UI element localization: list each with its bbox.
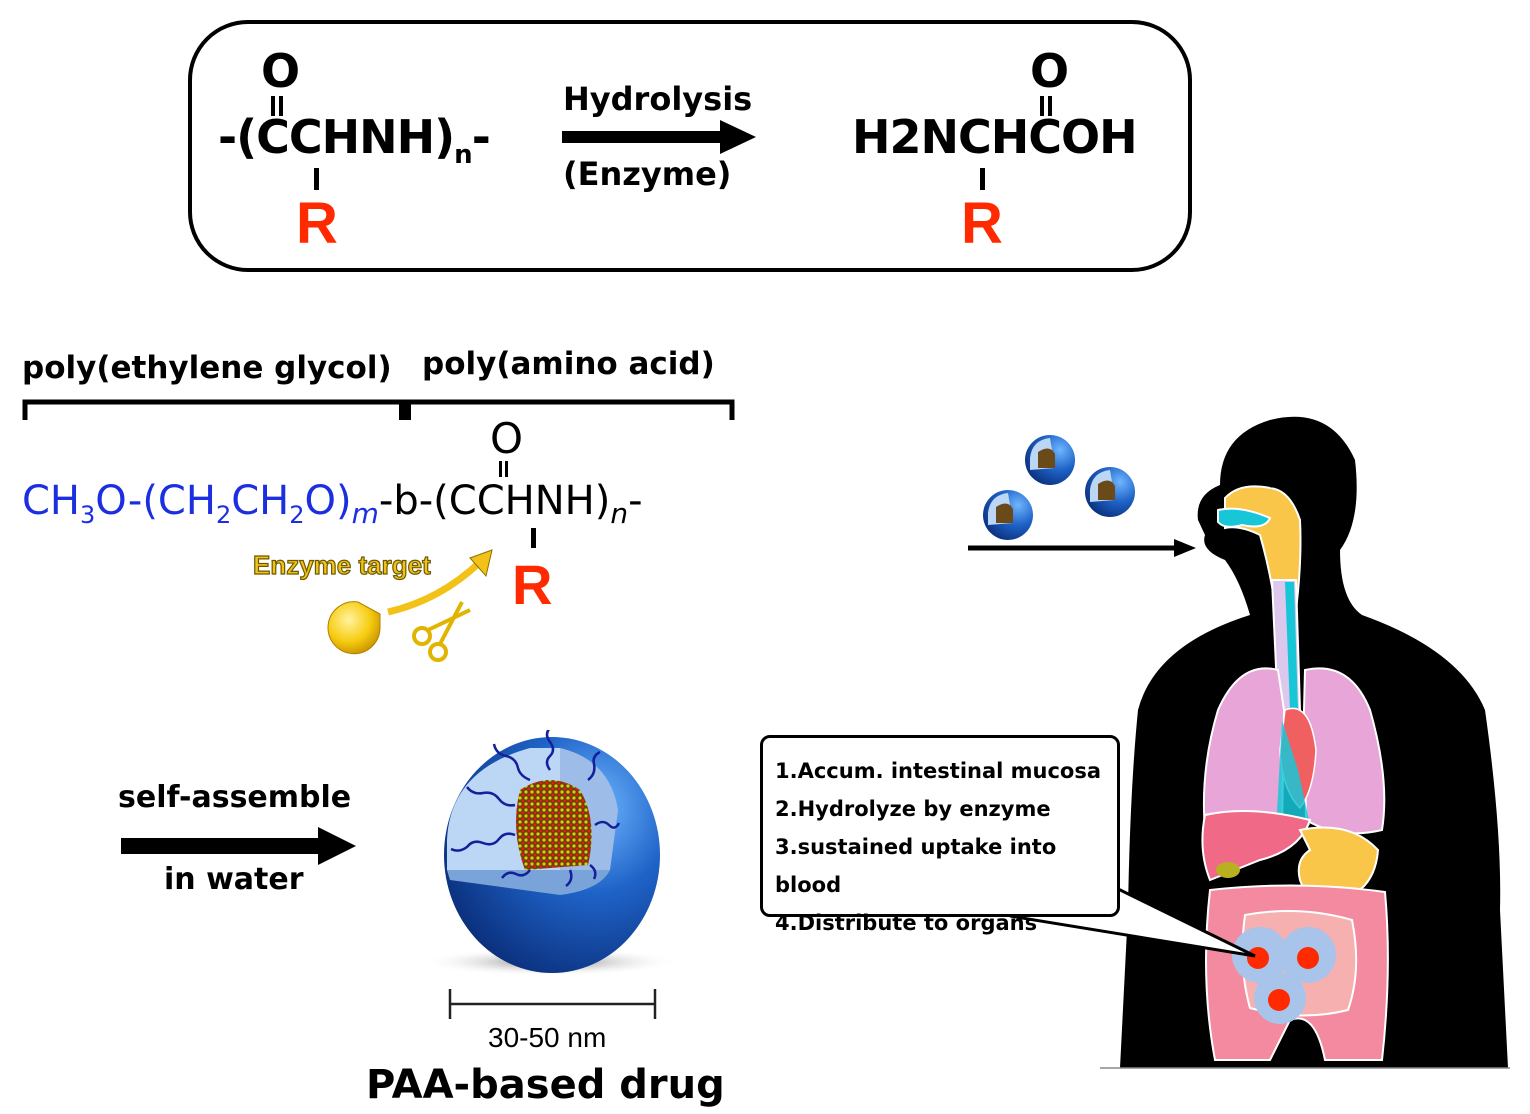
cutaway-floor	[447, 870, 610, 895]
paa-side-bond	[531, 528, 536, 548]
reactant-suffix: -	[471, 110, 491, 164]
product-double-bond	[1040, 96, 1052, 116]
step-item: 4.Distribute to organs	[775, 911, 1038, 935]
block-copolymer-formula: CH3O-(CH2CH2O)m-b-(CCHNH)n-	[22, 478, 643, 530]
in-water-label: in water	[164, 862, 304, 897]
segment-bracket-line	[22, 399, 735, 420]
nanoparticle-icon	[983, 490, 1033, 540]
esophagus	[1285, 582, 1298, 710]
reaction-arrow-head-icon	[720, 120, 756, 154]
reactant-subscript: n	[454, 140, 472, 171]
product-formula: H2NCHCOH	[852, 110, 1138, 164]
paa-segment-label: poly(amino acid)	[422, 346, 715, 382]
paa-double-bond	[499, 461, 508, 477]
nanoparticle-icon	[1025, 435, 1075, 485]
self-assemble-arrow-shaft	[121, 838, 321, 854]
drug-core	[516, 780, 592, 870]
reactant-side-chain-r: R	[296, 191, 338, 256]
block-link: -b-(	[378, 478, 449, 524]
segment-divider	[399, 400, 411, 420]
scissors-icon	[412, 601, 471, 662]
human-body-illustration	[1100, 416, 1510, 1069]
mechanism-callout: 1.Accum. intestinal mucosa 2.Hydrolyze b…	[760, 735, 1120, 935]
self-assemble-arrow-head-icon	[318, 827, 356, 865]
paa-formula: CCHNH)	[448, 478, 611, 524]
scale-bar	[448, 989, 657, 1019]
nasal-cavity	[1217, 507, 1272, 528]
accumulation-dot	[1297, 947, 1319, 969]
peg-formula: CH3O-(CH2CH2O)m	[22, 478, 379, 530]
product-side-chain-r: R	[961, 191, 1003, 256]
enzyme-graphics	[327, 549, 493, 662]
oral-nanoparticles	[968, 435, 1196, 557]
peg-segment-label: poly(ethylene glycol)	[22, 350, 392, 386]
reactant-side-bond	[314, 168, 319, 190]
scale-label: 30-50 nm	[488, 1022, 607, 1053]
reactant-prefix: -(	[218, 110, 257, 164]
self-assemble-label: self-assemble	[118, 780, 352, 815]
paa-subscript: n	[610, 497, 629, 530]
peg-chains	[450, 730, 621, 887]
accumulation-dot	[1247, 947, 1269, 969]
step-item: 2.Hydrolyze by enzyme	[775, 797, 1051, 821]
micelle-nanoparticle-illustration	[420, 730, 680, 976]
reaction-arrow-shaft	[562, 131, 722, 143]
step-item: 1.Accum. intestinal mucosa	[775, 759, 1102, 783]
pacman-enzyme-icon	[327, 601, 381, 655]
step-item: 3.sustained uptake into blood	[775, 835, 1057, 897]
paa-carbonyl-oxygen: O	[490, 414, 524, 463]
reactant-double-bond	[271, 96, 283, 116]
reactant-carbonyl-oxygen: O	[261, 44, 300, 98]
enzyme-target-label: Enzyme target	[252, 549, 431, 580]
product-side-bond	[980, 168, 985, 190]
reactant-main: CCHNH)	[256, 110, 455, 164]
vessels	[1276, 720, 1310, 830]
accumulation-dot	[1268, 989, 1290, 1011]
paa-based-drug-label: PAA-based drug	[366, 1062, 725, 1108]
oral-arrow-head-icon	[1174, 539, 1196, 557]
product-carbonyl-oxygen: O	[1030, 44, 1069, 98]
curved-arrow-icon	[387, 559, 483, 616]
gallbladder	[1216, 862, 1240, 878]
nanoparticle-icon	[1085, 467, 1135, 517]
enzyme-label: (Enzyme)	[563, 155, 732, 193]
hydrolysis-label: Hydrolysis	[563, 80, 753, 118]
hydrolysis-reaction-box	[188, 20, 1192, 272]
reactant-formula: -(CCHNH)n-	[218, 110, 491, 171]
curved-arrow-head-icon	[469, 549, 493, 578]
paa-side-chain-r: R	[512, 553, 553, 616]
